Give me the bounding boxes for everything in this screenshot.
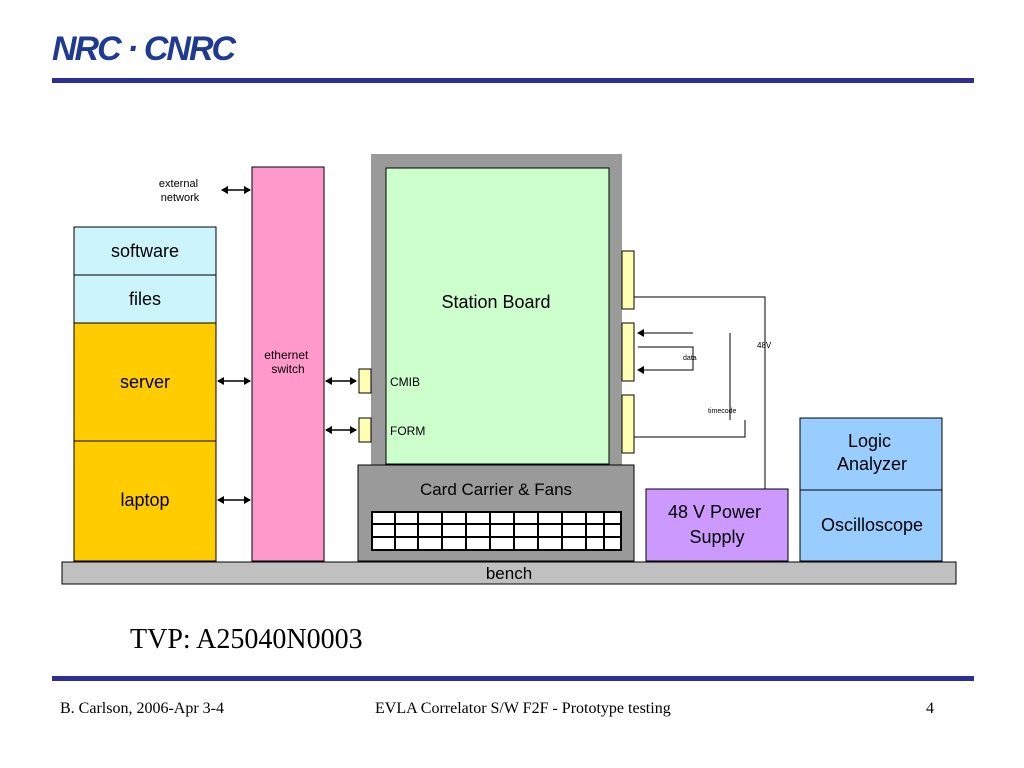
48v-label: 48V <box>757 341 772 350</box>
ethernet-switch-label: ethernet switch <box>264 348 311 376</box>
oscilloscope-label: Oscilloscope <box>821 515 923 535</box>
bench <box>61 561 957 585</box>
cmib-connector <box>358 368 372 394</box>
external-network-line-1: external <box>159 178 198 190</box>
station-board <box>385 167 610 465</box>
power-line <box>634 296 766 489</box>
form-connector <box>358 417 372 443</box>
timecode-connector <box>621 394 635 454</box>
server-label: server <box>120 372 170 392</box>
power-supply-label: 48 V Power Supply <box>668 502 766 547</box>
timecode-label: timecode <box>708 408 737 415</box>
tvp-caption: TVP: A25040N0003 <box>130 624 363 655</box>
form-label: FORM <box>390 424 425 438</box>
software-label: software <box>111 241 179 261</box>
fan-grid <box>371 511 622 551</box>
laptop-box <box>73 440 217 562</box>
power-connector <box>621 250 635 310</box>
cmib-label: CMIB <box>390 375 420 389</box>
logic-analyzer-line-2: Analyzer <box>837 454 907 474</box>
footer-author: B. Carlson, 2006-Apr 3-4 <box>60 700 224 717</box>
station-board-label: Station Board <box>441 292 550 312</box>
header-rule <box>52 78 974 83</box>
files-label: files <box>129 289 161 309</box>
ethernet-switch-box <box>251 166 325 562</box>
nrc-cnrc-logo: NRC · CNRC <box>52 30 236 68</box>
ethernet-switch-line-1: ethernet <box>264 348 309 362</box>
data-line-loop <box>637 346 694 374</box>
footer-title: EVLA Correlator S/W F2F - Prototype test… <box>375 700 671 717</box>
laptop-label: laptop <box>120 490 169 510</box>
logic-analyzer-label: Logic Analyzer <box>837 431 907 474</box>
bench-label: bench <box>486 564 532 583</box>
files-box <box>73 274 217 324</box>
data-label: data <box>683 355 697 362</box>
external-network-label: external network <box>159 178 201 204</box>
logic-analyzer-line-1: Logic <box>848 431 891 451</box>
card-carrier-label: Card Carrier & Fans <box>420 480 572 499</box>
timecode-line-out <box>634 420 746 438</box>
power-supply-box <box>645 488 789 562</box>
oscilloscope-box <box>799 489 943 562</box>
power-supply-line-1: 48 V Power <box>668 502 761 522</box>
page-number: 4 <box>926 700 934 717</box>
ethernet-switch-line-2: switch <box>271 362 304 376</box>
logic-analyzer-box <box>799 417 943 491</box>
data-connector <box>621 322 635 382</box>
power-supply-line-2: Supply <box>689 527 744 547</box>
external-network-line-2: network <box>161 192 200 204</box>
server-box <box>73 322 217 442</box>
software-box <box>73 226 217 276</box>
footer-rule <box>52 676 974 681</box>
